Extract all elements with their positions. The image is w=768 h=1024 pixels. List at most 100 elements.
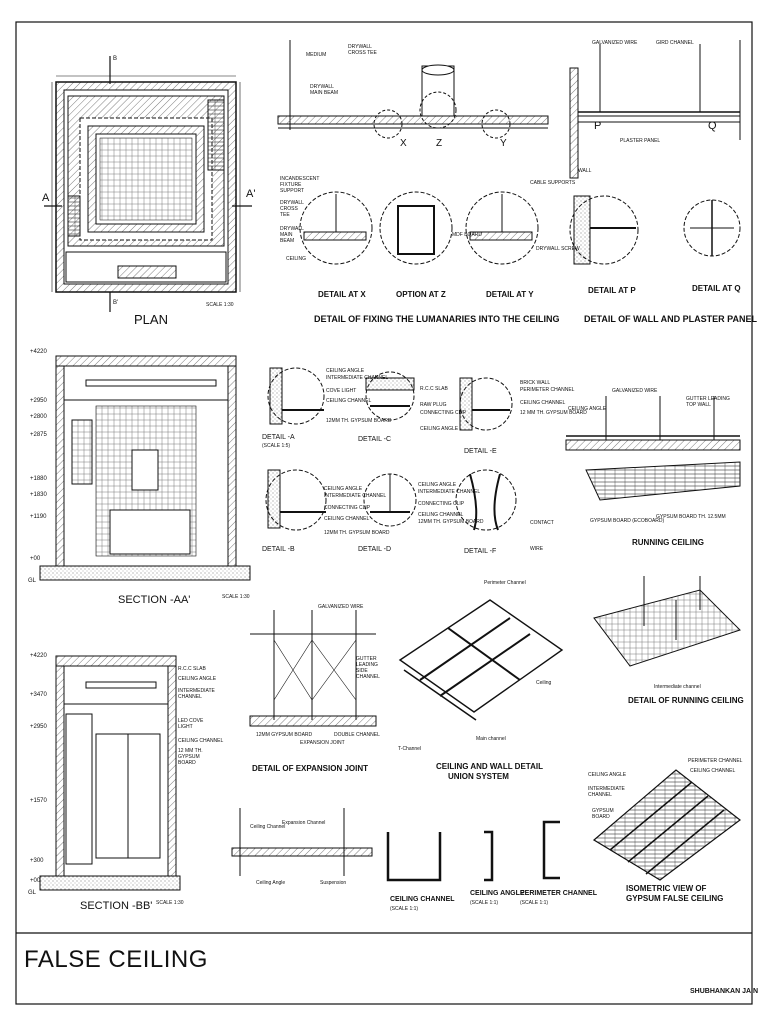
- profile-scale: (SCALE 1:1): [520, 900, 549, 906]
- fixing-label-cross-tee-small: DRYWALL CROSS TEE: [280, 200, 304, 218]
- section-marker-a-prime: A': [246, 188, 256, 200]
- fixing-marker-z: Z: [436, 138, 443, 149]
- running-ceiling-detail-drawing: [593, 576, 741, 667]
- profile-label: Ceiling Channel: [250, 824, 286, 830]
- detail-y-title: DETAIL AT Y: [486, 290, 534, 299]
- wall-label-galvanized-wire: GALVANIZED WIRE: [592, 40, 638, 46]
- plan-scale: SCALE 1:30: [206, 302, 234, 308]
- detail-b-label: CONNECTING CLIP: [324, 505, 371, 511]
- iso-caption-line2: GYPSUM FALSE CEILING: [626, 894, 724, 903]
- wall-panel-caption: DETAIL OF WALL AND PLASTER PANEL: [584, 314, 757, 324]
- detail-e-label: 12 MM TH. GYPSUM BOARD: [520, 410, 587, 416]
- details-af-drawing: [265, 367, 517, 531]
- section-aa-scale: SCALE 1:30: [222, 594, 250, 600]
- fixing-label-cross-tee: DRYWALL CROSS TEE: [348, 44, 377, 56]
- fixing-detail-drawing: [277, 40, 549, 265]
- profile-label: Suspension: [320, 880, 347, 886]
- expansion-label: EXPANSION JOINT: [300, 740, 345, 746]
- detail-d-label: 12MM TH. GYPSUM BOARD: [418, 519, 484, 525]
- aa-level: +1190: [30, 514, 47, 520]
- ceiling-channel-title: CEILING CHANNEL: [390, 896, 455, 903]
- union-caption-line1: CEILING AND WALL DETAIL: [436, 762, 543, 771]
- detail-f-label: WIRE: [530, 546, 544, 552]
- fixing-label-medium: MEDIUM: [306, 52, 327, 58]
- detail-b-label: CEILING ANGLE: [324, 486, 363, 492]
- isometric-drawing: [592, 769, 741, 881]
- fixing-label-ceiling: CEILING: [286, 256, 307, 262]
- detail-a-label: CEILING ANGLE: [326, 368, 365, 374]
- running-ceiling-drawing: [565, 396, 741, 501]
- detail-b-label: INTERMEDIATE CHANNEL: [324, 493, 387, 499]
- detail-e-label: PERIMETER CHANNEL: [520, 387, 575, 393]
- detail-b-label: 12MM TH. GYPSUM BOARD: [324, 530, 390, 536]
- running-label: GYPSUM BOARD TH. 12.5MM: [656, 514, 726, 520]
- fixing-label-drywall-screw: DRYWALL SCREW: [536, 246, 580, 252]
- section-bb-title: SECTION -BB': [80, 900, 153, 912]
- expansion-label: DOUBLE CHANNEL: [334, 732, 380, 738]
- running-ceiling-caption: RUNNING CEILING: [632, 538, 704, 547]
- detail-b-title: DETAIL -B: [262, 546, 295, 553]
- detail-c-label: R.C.C SLAB: [420, 386, 448, 392]
- detail-a-label: CEILING CHANNEL: [326, 398, 372, 404]
- wall-label-gird-channel: GIRD CHANNEL: [656, 40, 694, 46]
- running-label: GUTTER LEADING TOP WALL: [686, 396, 730, 408]
- option-z-title: OPTION AT Z: [396, 290, 446, 299]
- plan-title: PLAN: [134, 312, 168, 327]
- fixing-label-mdf-board: MDF BOARD: [452, 232, 482, 238]
- fixing-marker-x: X: [400, 138, 407, 149]
- bb-callout: CEILING CHANNEL: [178, 738, 224, 744]
- bb-callout: 12 MM TH. GYPSUM BOARD: [178, 748, 203, 766]
- profile-label: Expansion Channel: [282, 820, 326, 826]
- aa-level: +2950: [30, 398, 47, 404]
- running-label: GALVANIZED WIRE: [612, 388, 658, 394]
- aa-level: +1830: [30, 492, 47, 498]
- iso-label: CEILING CHANNEL: [690, 768, 736, 774]
- aa-level: +4220: [30, 349, 47, 355]
- bb-level: +3470: [30, 692, 47, 698]
- fixing-label-main-beam-small: DRYWALL MAIN BEAM: [280, 226, 304, 244]
- section-bb-scale: SCALE 1:30: [156, 900, 184, 906]
- bb-level: +00: [30, 878, 41, 884]
- detail-e-label: BRICK WALL: [520, 380, 551, 386]
- detail-f-label: CONTACT: [530, 520, 554, 526]
- wall-label-wall: WALL: [578, 168, 592, 174]
- section-marker-b: B: [113, 56, 118, 62]
- detail-e-title: DETAIL -E: [464, 448, 497, 455]
- expansion-label: GALVANIZED WIRE: [318, 604, 364, 610]
- profile-scale: (SCALE 1:1): [390, 906, 419, 912]
- bb-level: +1570: [30, 798, 47, 804]
- expansion-label: 12MM GYPSUM BOARD: [256, 732, 313, 738]
- union-label: Perimeter Channel: [484, 580, 526, 586]
- detail-c-label: CEILING ANGLE: [420, 426, 459, 432]
- sheet-title: FALSE CEILING: [24, 946, 208, 973]
- wall-panel-drawing: [569, 40, 741, 265]
- bb-level: +2950: [30, 724, 47, 730]
- iso-caption-line1: ISOMETRIC VIEW OF: [626, 884, 707, 893]
- iso-label: CEILING ANGLE: [588, 772, 627, 778]
- expansion-label: GUTTER LEADING SIDE CHANNEL: [356, 656, 380, 680]
- aa-level: +00: [30, 556, 41, 562]
- expansion-joint-caption: DETAIL OF EXPANSION JOINT: [252, 764, 369, 773]
- section-marker-a: A: [42, 192, 50, 204]
- running-label: GYPSUM BOARD (ECOBOARD): [590, 518, 665, 524]
- detail-d-label: CEILING CHANNEL: [418, 512, 464, 518]
- union-caption-line2: UNION SYSTEM: [448, 772, 509, 781]
- running-detail-label: Intermediate channel: [654, 684, 701, 690]
- bb-callout: CEILING ANGLE: [178, 676, 217, 682]
- detail-d-label: INTERMEDIATE CHANNEL: [418, 489, 481, 495]
- profile-label: Ceiling Angle: [256, 880, 286, 886]
- union-system-drawing: [398, 599, 564, 721]
- fixing-label-main-beam: DRYWALL MAIN BEAM: [310, 84, 339, 96]
- plan-drawing: [44, 56, 252, 312]
- bb-gl: GL: [28, 890, 37, 896]
- running-ceiling-detail-caption: DETAIL OF RUNNING CEILING: [628, 696, 744, 705]
- union-label: Ceiling: [536, 680, 552, 686]
- bb-callout: INTERMEDIATE CHANNEL: [178, 688, 215, 700]
- bb-callout: R.C.C SLAB: [178, 666, 206, 672]
- detail-q-title: DETAIL AT Q: [692, 284, 741, 293]
- detail-p-title: DETAIL AT P: [588, 286, 636, 295]
- section-bb-drawing: [39, 655, 181, 891]
- author-name: SHUBHANKAN JAIN: [690, 988, 759, 995]
- profiles-drawing: [231, 808, 560, 882]
